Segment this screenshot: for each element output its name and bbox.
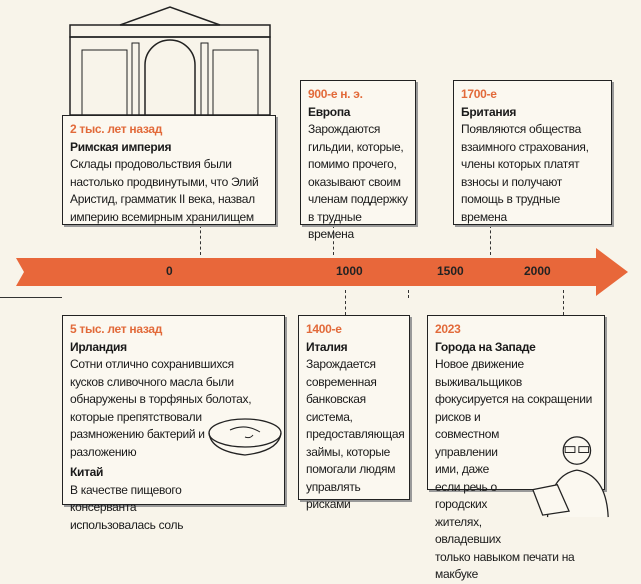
event-place: Европа: [308, 104, 351, 119]
event-text: Появляются общества взаимного страховани…: [461, 122, 589, 224]
connector: [490, 225, 491, 255]
event-card: 1400-е Италия Зарождается современная ба…: [298, 315, 410, 511]
event-place: Британия: [461, 104, 517, 119]
building-illustration: [69, 6, 271, 116]
event-text: Склады продовольствия были настолько про…: [70, 157, 259, 224]
axis-tick: 1000: [336, 264, 363, 278]
event-place: Китай: [70, 465, 104, 479]
person-with-laptop-illustration: [532, 436, 609, 518]
connector: [345, 290, 346, 315]
timeline-arrow: [16, 248, 628, 296]
event-place: Города на Западе: [435, 339, 536, 354]
connector: [563, 290, 564, 315]
event-place: Ирландия: [70, 339, 127, 354]
event-place: Римская империя: [70, 139, 172, 154]
event-date: 2 тыс. лет назад: [70, 122, 163, 136]
event-date: 900-е н. э.: [308, 87, 363, 101]
event-date: 5 тыс. лет назад: [70, 322, 163, 336]
event-card: 5 тыс. лет назад Ирландия Сотни отлично …: [62, 315, 285, 532]
axis-tick: 2000: [524, 264, 551, 278]
event-date: 1400-е: [306, 322, 342, 336]
connector: [408, 290, 409, 298]
event-text: В качестве пищевого консерванта использо…: [70, 482, 184, 532]
event-card: 1700-е Британия Появляются общества взаи…: [453, 80, 612, 225]
event-card: 2 тыс. лет назад Римская империя Склады …: [62, 115, 276, 225]
event-date: 2023: [435, 322, 461, 336]
event-place: Италия: [306, 339, 348, 354]
axis-tick: 1500: [437, 264, 464, 278]
event-card: 900-е н. э. Европа Зарождаются гильдии, …: [300, 80, 416, 241]
event-text: Зарождаются гильдии, которые, помимо про…: [308, 122, 408, 241]
connector: [200, 225, 201, 255]
connector: [333, 225, 334, 255]
event-date: 1700-е: [461, 87, 497, 101]
butter-illustration: [208, 418, 282, 456]
connector: [0, 297, 62, 298]
axis-tick: 0: [166, 264, 173, 278]
event-text: Зарождается современная банковская систе…: [306, 357, 405, 511]
event-text: Сотни отлично сохранившихся кусков сливо…: [70, 357, 252, 459]
